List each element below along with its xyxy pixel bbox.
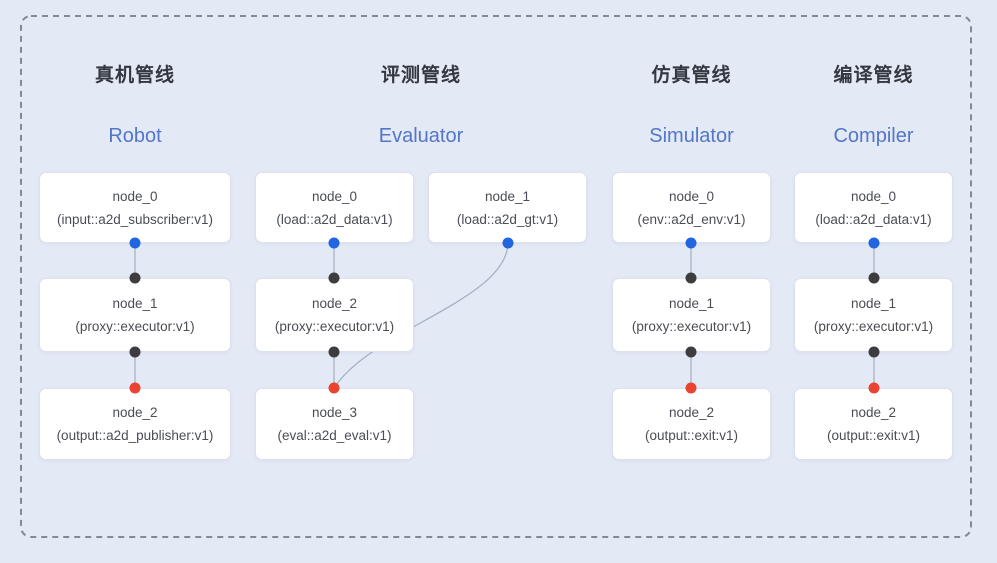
node-impl: (output::exit:v1)	[644, 428, 739, 443]
node-name: node_1	[850, 296, 897, 311]
node-impl: (output::a2d_publisher:v1)	[56, 428, 214, 443]
node-name: node_0	[668, 188, 715, 204]
node-impl: (load::a2d_data:v1)	[815, 211, 932, 227]
pipeline-title-zh-simulator: 仿真管线	[651, 65, 732, 86]
node-box-robot-node2: node_2 (output::a2d_publisher:v1)	[39, 388, 231, 460]
node-box-evaluator-node0: node_0 (load::a2d_data:v1)	[255, 172, 414, 243]
node-box-compiler-node0: node_0 (load::a2d_data:v1)	[794, 172, 953, 243]
node-name: node_2	[850, 405, 897, 420]
node-name: node_1	[112, 296, 158, 311]
node-impl: (proxy::executor:v1)	[75, 319, 195, 334]
node-impl: (proxy::executor:v1)	[274, 319, 395, 334]
node-name: node_2	[112, 405, 158, 420]
pipeline-title-zh-robot: 真机管线	[94, 65, 175, 86]
node-name: node_1	[484, 188, 531, 204]
node-box-evaluator-node2: node_2 (proxy::executor:v1)	[255, 278, 414, 352]
node-impl: (eval::a2d_eval:v1)	[277, 428, 392, 443]
node-box-compiler-node1: node_1 (proxy::executor:v1)	[794, 278, 953, 352]
node-impl: (env::a2d_env:v1)	[637, 211, 746, 227]
node-box-evaluator-node3: node_3 (eval::a2d_eval:v1)	[255, 388, 414, 460]
pipeline-title-en-simulator: Simulator	[649, 125, 734, 147]
node-name: node_0	[850, 188, 897, 204]
node-box-simulator-node0: node_0 (env::a2d_env:v1)	[612, 172, 771, 243]
node-name: node_0	[311, 188, 358, 204]
node-impl: (load::a2d_data:v1)	[276, 211, 393, 227]
node-impl: (output::exit:v1)	[826, 428, 921, 443]
pipeline-title-en-robot: Robot	[108, 125, 162, 147]
node-impl: (input::a2d_subscriber:v1)	[56, 211, 214, 227]
pipeline-title-en-compiler: Compiler	[833, 125, 914, 147]
pipeline-title-zh-compiler: 编译管线	[833, 65, 914, 86]
node-box-simulator-node2: node_2 (output::exit:v1)	[612, 388, 771, 460]
node-box-evaluator-node1: node_1 (load::a2d_gt:v1)	[428, 172, 587, 243]
node-box-robot-node0: node_0 (input::a2d_subscriber:v1)	[39, 172, 231, 243]
pipeline-title-en-evaluator: Evaluator	[378, 125, 464, 147]
node-impl: (proxy::executor:v1)	[631, 319, 752, 334]
node-box-robot-node1: node_1 (proxy::executor:v1)	[39, 278, 231, 352]
node-impl: (load::a2d_gt:v1)	[456, 211, 559, 227]
pipeline-title-zh-evaluator: 评测管线	[380, 65, 461, 86]
node-impl: (proxy::executor:v1)	[813, 319, 934, 334]
node-name: node_3	[311, 405, 358, 420]
node-name: node_0	[112, 188, 158, 204]
node-box-simulator-node1: node_1 (proxy::executor:v1)	[612, 278, 771, 352]
node-name: node_2	[668, 405, 715, 420]
node-name: node_2	[311, 296, 358, 311]
node-box-compiler-node2: node_2 (output::exit:v1)	[794, 388, 953, 460]
node-name: node_1	[668, 296, 715, 311]
